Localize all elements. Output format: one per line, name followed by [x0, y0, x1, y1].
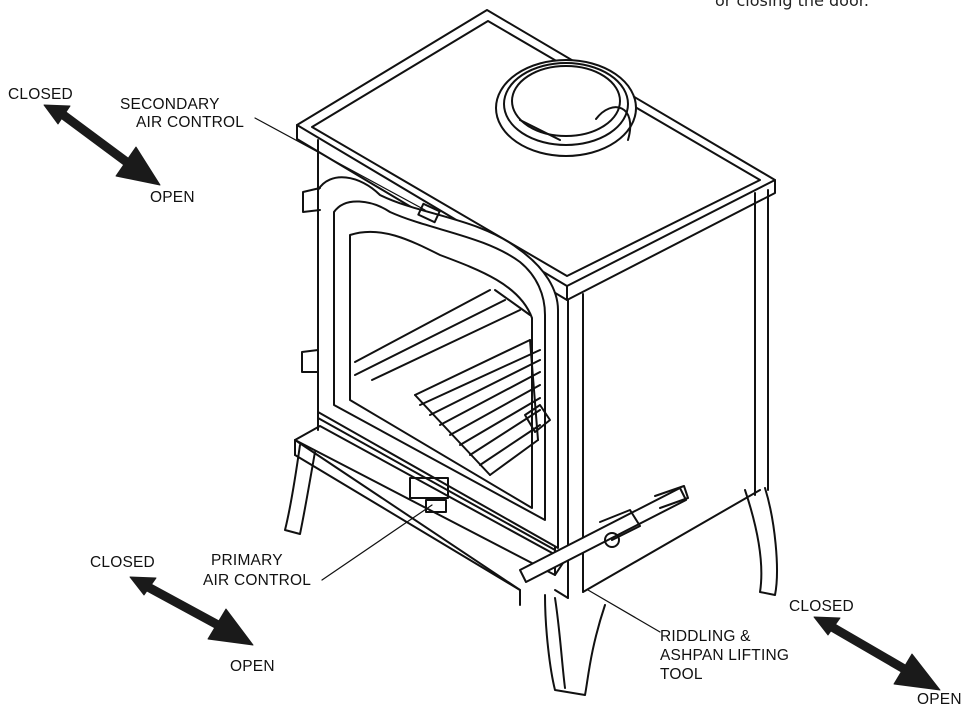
stove-door [301, 176, 559, 549]
arrow-top-left-closed-label: CLOSED [8, 86, 73, 103]
primary-control-label-2: AIR CONTROL [203, 572, 312, 589]
leader-lines [254, 117, 661, 633]
riddling-tool [519, 485, 689, 583]
primary-control-label-1: PRIMARY [211, 552, 283, 569]
arrow-top-left [43, 104, 161, 186]
partial-caption: or closing the door. [715, 0, 869, 10]
arrow-top-left-open-label: OPEN [150, 189, 195, 206]
secondary-control-label-2: AIR CONTROL [136, 114, 245, 131]
direction-arrows [43, 104, 941, 691]
riddling-tool-label-2: ASHPAN LIFTING [660, 647, 790, 664]
arrow-bottom-left-closed-label: CLOSED [90, 554, 155, 571]
arrow-bottom-right-closed-label: CLOSED [789, 598, 854, 615]
stove-legs [284, 444, 778, 696]
arrow-bottom-left [129, 576, 254, 646]
firebox-grate [354, 289, 551, 476]
arrow-bottom-right [813, 616, 941, 691]
riddling-tool-label-3: TOOL [660, 666, 703, 683]
arrow-bottom-left-open-label: OPEN [230, 658, 275, 675]
riddling-tool-label-1: RIDDLING & [660, 628, 751, 645]
flue-collar [495, 59, 637, 157]
arrow-bottom-right-open-label: OPEN [917, 691, 962, 708]
secondary-control-label-1: SECONDARY [120, 96, 220, 113]
